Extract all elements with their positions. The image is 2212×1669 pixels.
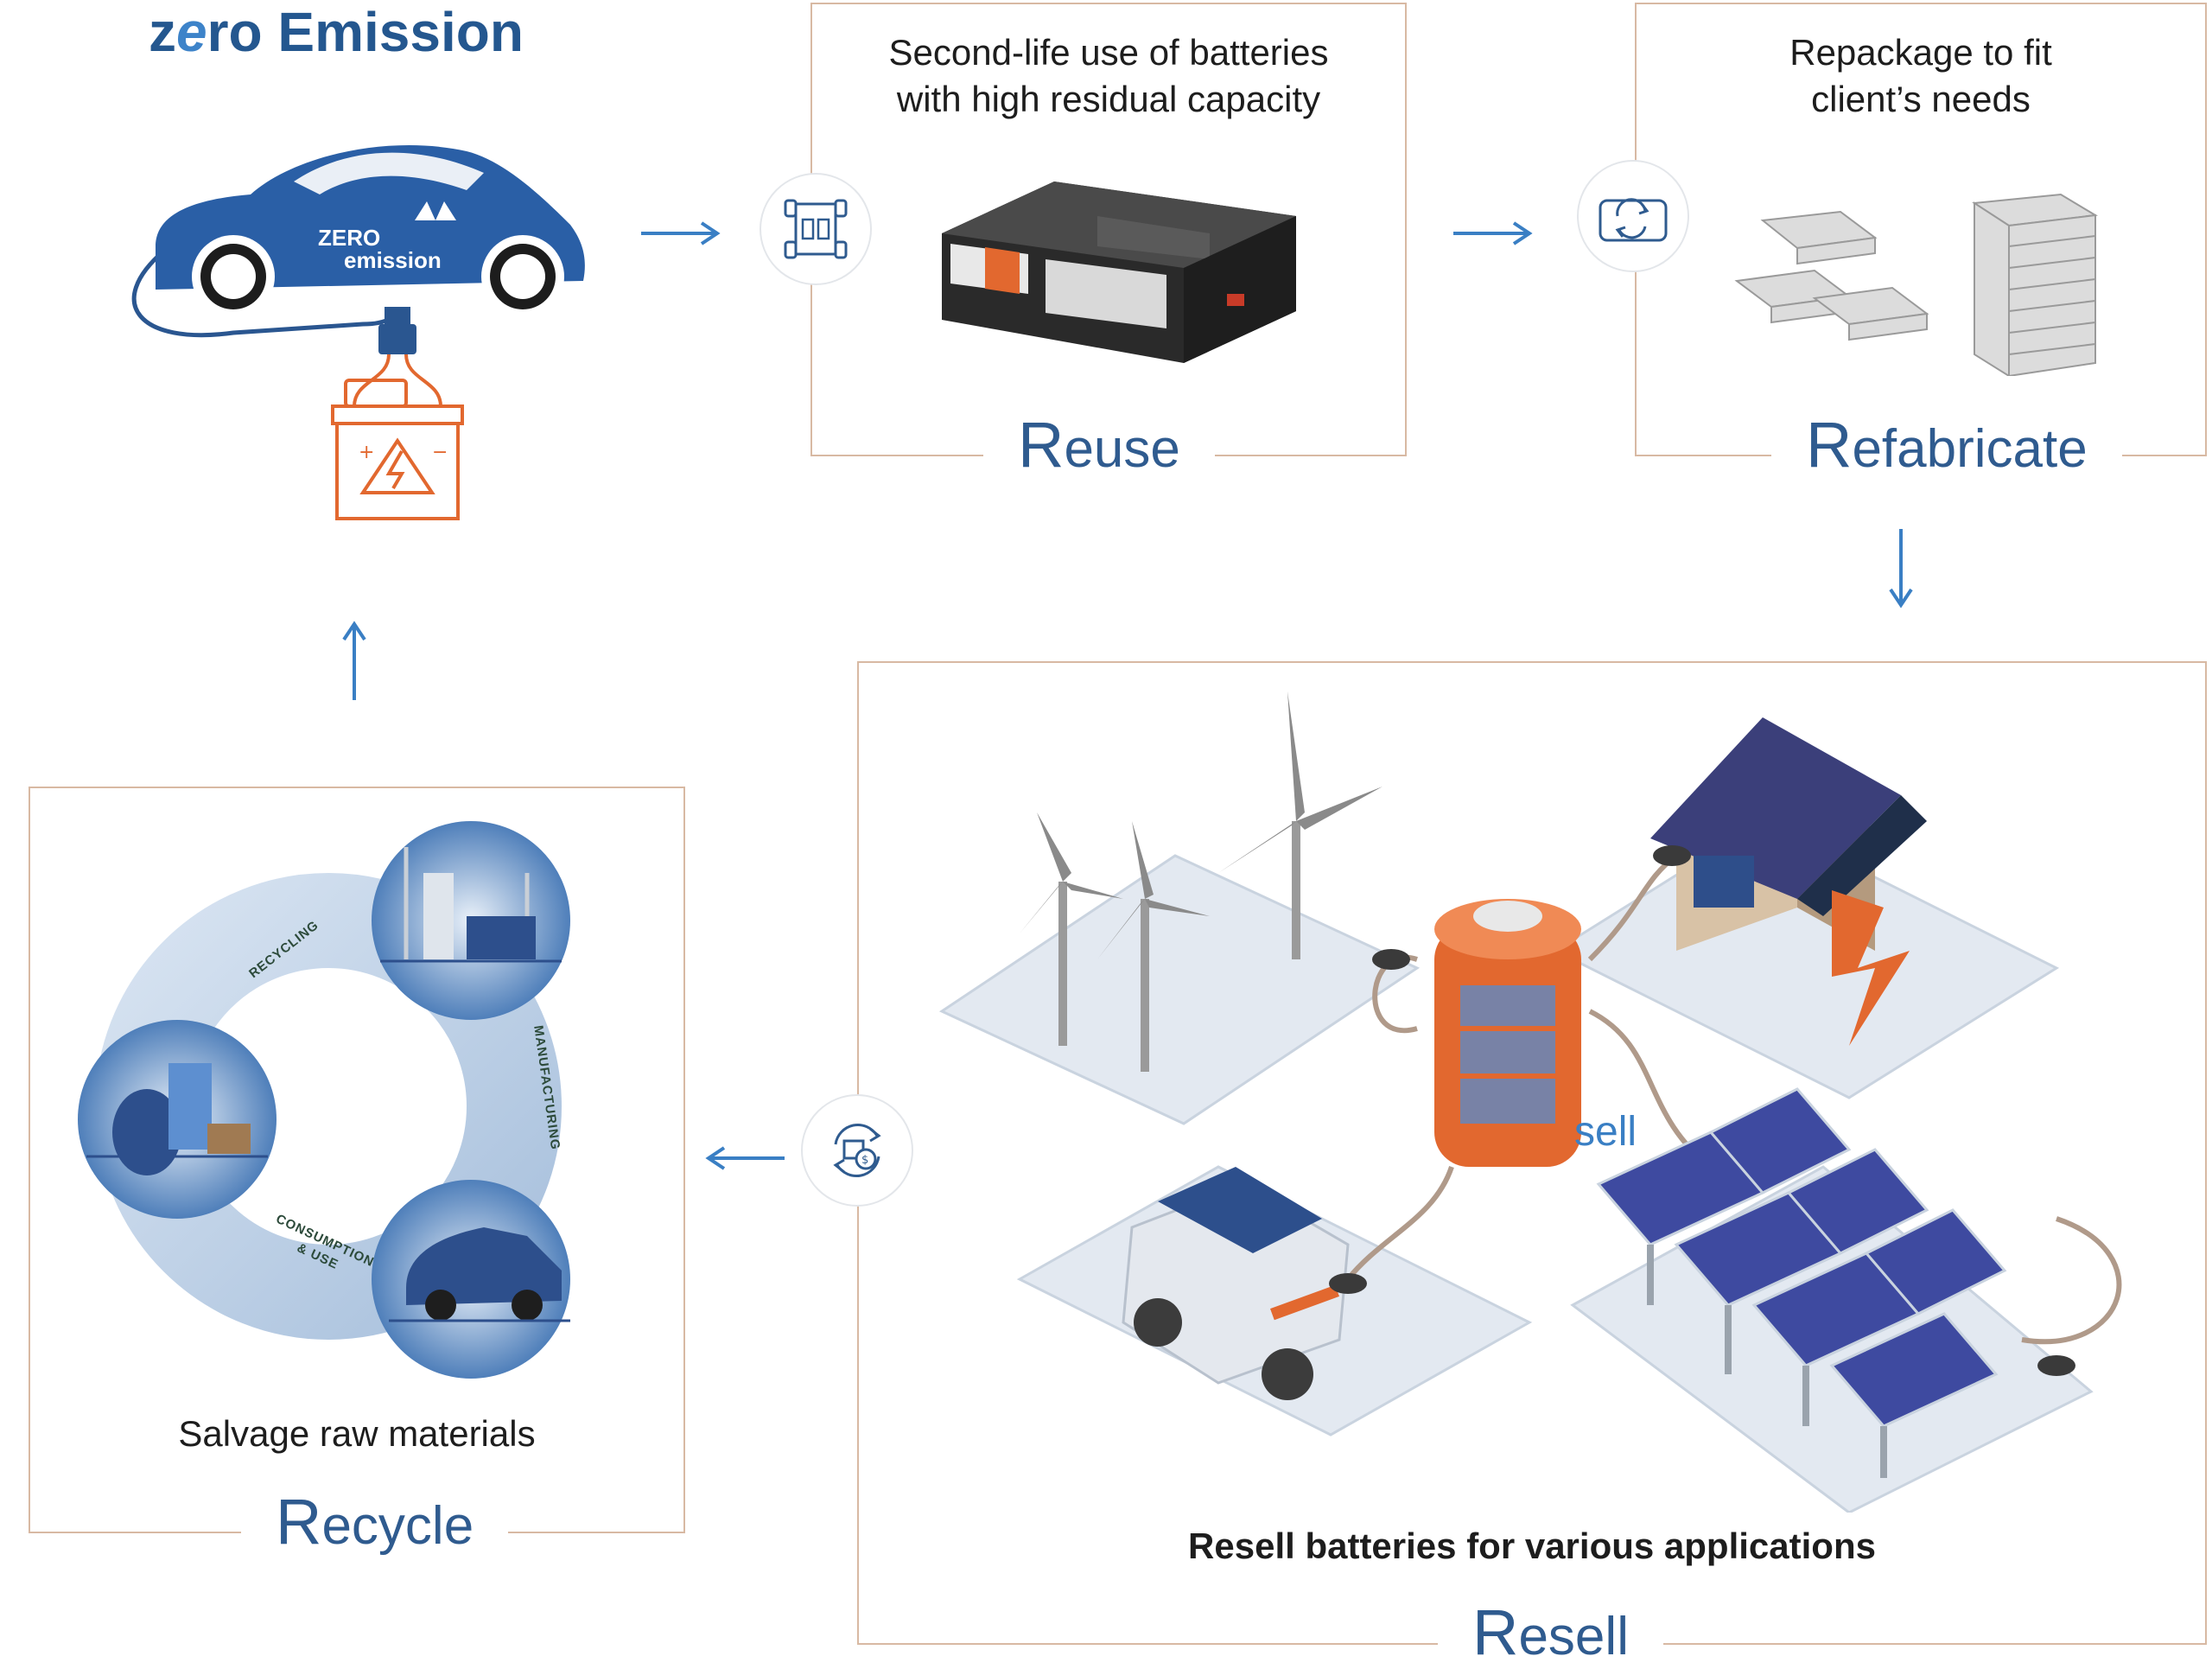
energy-storage-illustration: [933, 683, 2177, 1513]
refabricate-caption: Repackage to fit client’s needs: [1635, 29, 2207, 123]
recycle-title-rest: ecycle: [321, 1496, 474, 1556]
recycle-caption: Salvage raw materials: [178, 1413, 536, 1454]
car-badge: ZERO emission: [318, 226, 442, 271]
reuse-caption-line2: with high residual capacity: [896, 79, 1321, 119]
brand-suffix: ro Emission: [207, 1, 524, 63]
reuse-title-initial: R: [1018, 409, 1065, 481]
reuse-caption-line1: Second-life use of batteries: [888, 32, 1329, 73]
reuse-title-rest: euse: [1064, 419, 1180, 479]
car-badge-line1: ZERO: [318, 225, 381, 251]
arrow-right-icon: [1452, 220, 1538, 246]
refabricate-title-initial: R: [1806, 409, 1853, 481]
electric-car-illustration: + − ZERO emission: [104, 130, 605, 536]
refabricate-title: Refabricate: [1771, 408, 2122, 481]
battery-modules-image: [1728, 186, 2126, 376]
brand-mark: e: [176, 1, 207, 63]
resell-partial-label: sell: [1574, 1109, 1637, 1155]
recycle-title-initial: R: [276, 1486, 322, 1558]
recycle-title: Recycle: [241, 1485, 509, 1558]
resell-title-rest: esell: [1518, 1607, 1629, 1666]
arrow-down-icon: [1888, 527, 1914, 614]
resell-title-initial: R: [1472, 1596, 1519, 1668]
battery-pack-image: [925, 164, 1305, 372]
resell-caption: Resell batteries for various application…: [1188, 1526, 1876, 1566]
brand-logo: zero Emission: [149, 0, 524, 64]
svg-text:$: $: [861, 1154, 868, 1167]
recycling-cycle-illustration: [78, 821, 596, 1383]
refurbish-cycle-icon: [1577, 160, 1689, 272]
brand-prefix: z: [149, 1, 176, 63]
arrow-right-icon: [639, 220, 726, 246]
refabricate-caption-line2: client’s needs: [1811, 79, 2031, 119]
resell-cycle-dollar-icon: $: [801, 1094, 913, 1207]
svg-text:+: +: [359, 442, 374, 463]
svg-text:−: −: [432, 442, 448, 463]
battery-chassis-icon: [760, 173, 872, 285]
reuse-caption: Second-life use of batteries with high r…: [810, 29, 1407, 123]
arrow-up-icon: [341, 615, 367, 702]
refabricate-caption-line1: Repackage to fit: [1789, 32, 2052, 73]
refabricate-title-rest: efabricate: [1852, 419, 2088, 479]
resell-title: Resell: [1438, 1596, 1663, 1669]
arrow-left-icon: [700, 1145, 786, 1171]
reuse-title: Reuse: [983, 408, 1215, 481]
car-badge-line2: emission: [344, 247, 442, 273]
